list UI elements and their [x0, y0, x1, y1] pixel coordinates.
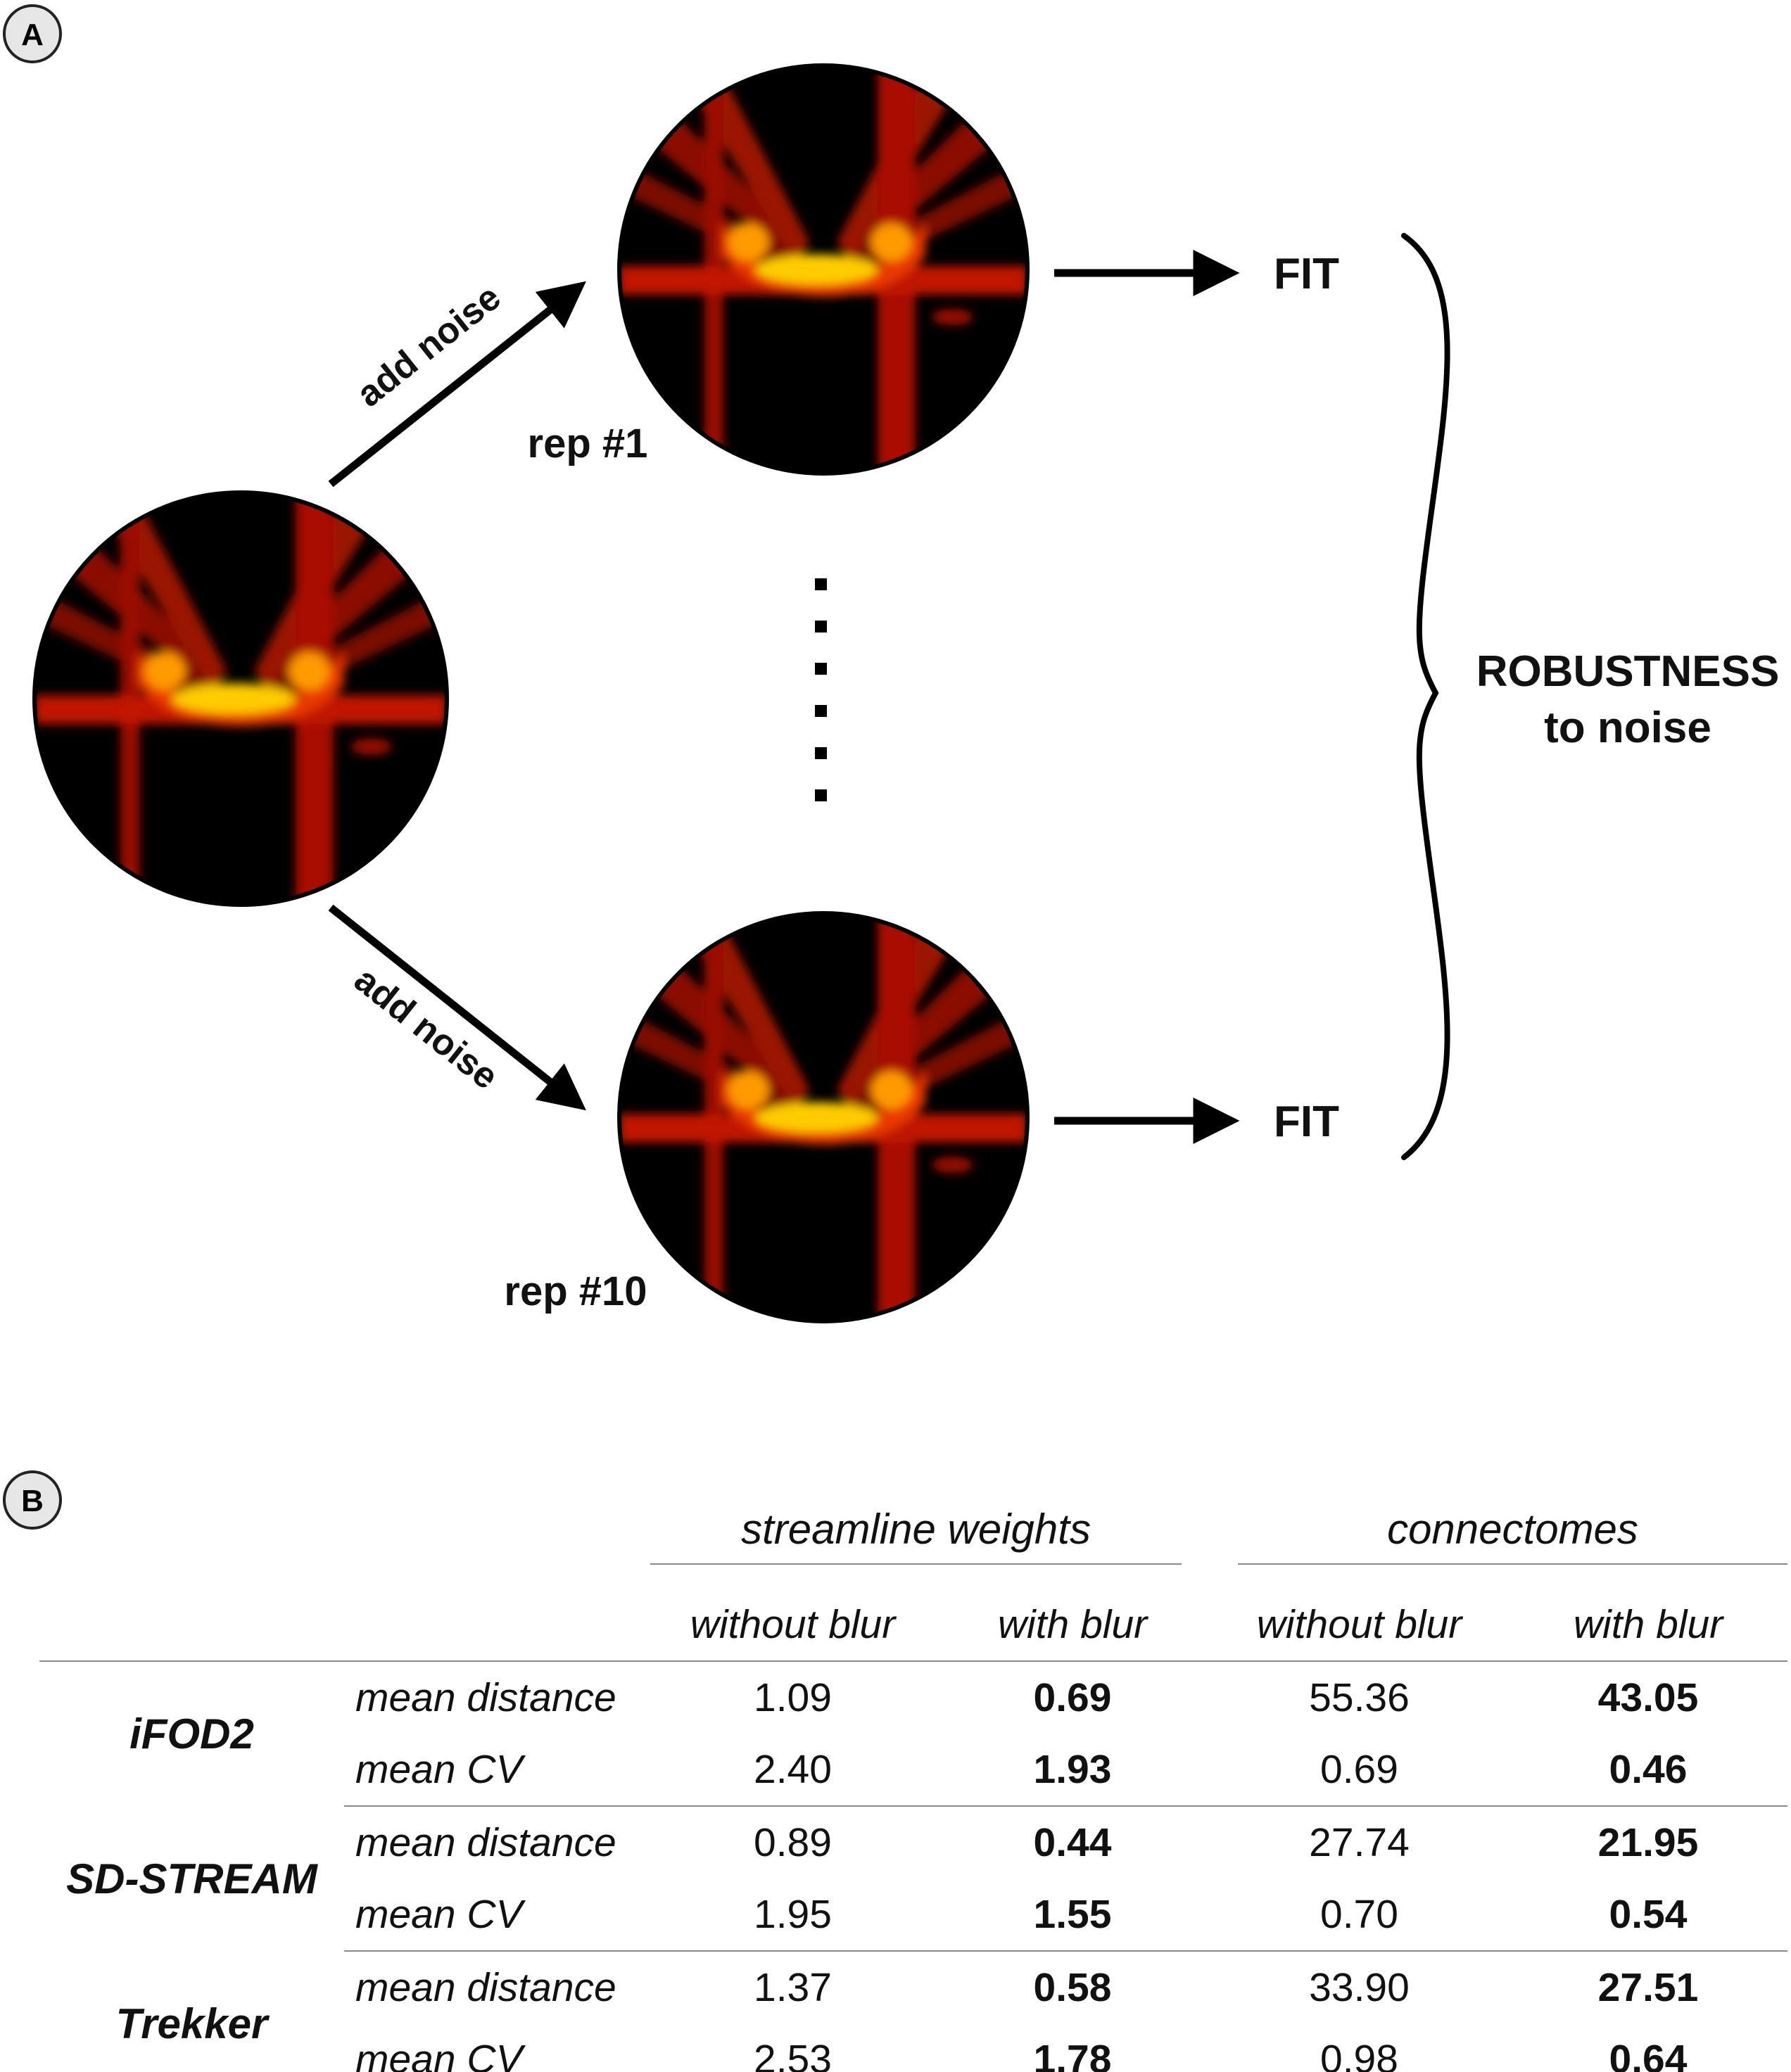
panel-a-badge: A — [3, 4, 62, 63]
table-cell: 0.69 — [1210, 1734, 1509, 1807]
table-cell: 1.55 — [935, 1879, 1210, 1952]
rep-10-label: rep #10 — [504, 1269, 647, 1314]
robustness-subtitle: to noise — [1544, 704, 1711, 752]
noisy-replicate-1-image — [617, 63, 1030, 476]
original-phantom-image — [32, 490, 449, 907]
group-header-streamline-weights: streamline weights — [650, 1499, 1210, 1589]
metric-label: mean distance — [355, 1965, 616, 2010]
group-header-connectomes: connectomes — [1210, 1499, 1787, 1589]
sub-header-cn-without-blur: without blur — [1210, 1589, 1509, 1662]
metric-label: mean CV — [344, 1879, 650, 1952]
results-table: streamline weights connectomes without b… — [39, 1499, 1787, 2072]
metric-label: mean distance — [355, 1675, 616, 1720]
method-label: SD-STREAM — [66, 1855, 317, 1902]
table-cell: 0.64 — [1509, 2023, 1787, 2072]
group-header-row: streamline weights connectomes — [39, 1499, 1787, 1589]
table-cell: 0.98 — [1210, 2023, 1509, 2072]
table-cell: 1.93 — [935, 1734, 1210, 1807]
table-cell: 2.53 — [650, 2023, 935, 2072]
table-cell: 0.54 — [1509, 1879, 1787, 1952]
metric-label: mean distance — [355, 1820, 616, 1865]
sub-header-cn-with-blur: with blur — [1509, 1589, 1787, 1662]
table-cell: 0.58 — [1033, 1965, 1112, 2010]
table-cell: 21.95 — [1597, 1820, 1699, 1865]
panel-a-badge-label: A — [21, 18, 44, 52]
method-label: Trekker — [115, 2000, 268, 2047]
panel-b-badge-label: B — [21, 1484, 44, 1518]
table-cell: 27.74 — [1309, 1820, 1410, 1865]
table-cell: 1.37 — [754, 1965, 832, 2010]
table-cell: 1.95 — [650, 1879, 935, 1952]
rep-1-label: rep #1 — [528, 421, 648, 466]
table-cell: 0.44 — [1033, 1820, 1112, 1865]
table-cell: 55.36 — [1309, 1675, 1410, 1720]
noisy-replicate-10-image — [617, 911, 1030, 1323]
table-cell: 33.90 — [1309, 1965, 1410, 2010]
table-cell: 27.51 — [1597, 1965, 1699, 2010]
table-cell: 1.78 — [935, 2023, 1210, 2072]
add-noise-arrow-top — [328, 281, 586, 488]
table-cell: 43.05 — [1597, 1675, 1699, 1720]
table-cell: 1.09 — [754, 1675, 832, 1720]
sub-header-sw-without-blur: without blur — [650, 1589, 935, 1662]
add-noise-label-top: add noise — [349, 277, 508, 414]
table-cell: 0.69 — [1033, 1675, 1112, 1720]
sub-header-row: without blur with blur without blur with… — [39, 1589, 1787, 1662]
table-cell: 0.70 — [1210, 1879, 1509, 1952]
metric-label: mean CV — [344, 1734, 650, 1807]
panel-b-badge: B — [3, 1470, 62, 1530]
table-row: SD-STREAM mean distance 0.89 0.44 27.74 … — [39, 1806, 1787, 1902]
grouping-brace — [1401, 233, 1450, 1160]
vertical-ellipsis — [815, 578, 827, 801]
table-row: Trekker mean distance 1.37 0.58 33.90 27… — [39, 1951, 1787, 2047]
robustness-label: ROBUSTNESS — [1476, 647, 1780, 696]
table-cell: 2.40 — [650, 1734, 935, 1807]
table-row: mean CV 1.95 1.55 0.70 0.54 — [39, 1879, 1787, 1952]
add-noise-arrow-bottom — [328, 904, 586, 1111]
table-row: iFOD2 mean distance 1.09 0.69 55.36 43.0… — [39, 1661, 1787, 1758]
method-label: iFOD2 — [129, 1710, 254, 1758]
fit-label-top: FIT — [1274, 250, 1339, 298]
sub-header-sw-with-blur: with blur — [935, 1589, 1210, 1662]
metric-label: mean CV — [344, 2023, 650, 2072]
table-cell: 0.46 — [1509, 1734, 1787, 1807]
table-cell: 0.89 — [754, 1820, 832, 1865]
fit-label-bottom: FIT — [1274, 1098, 1339, 1146]
table-row: mean CV 2.40 1.93 0.69 0.46 — [39, 1734, 1787, 1807]
table-row: mean CV 2.53 1.78 0.98 0.64 — [39, 2023, 1787, 2072]
